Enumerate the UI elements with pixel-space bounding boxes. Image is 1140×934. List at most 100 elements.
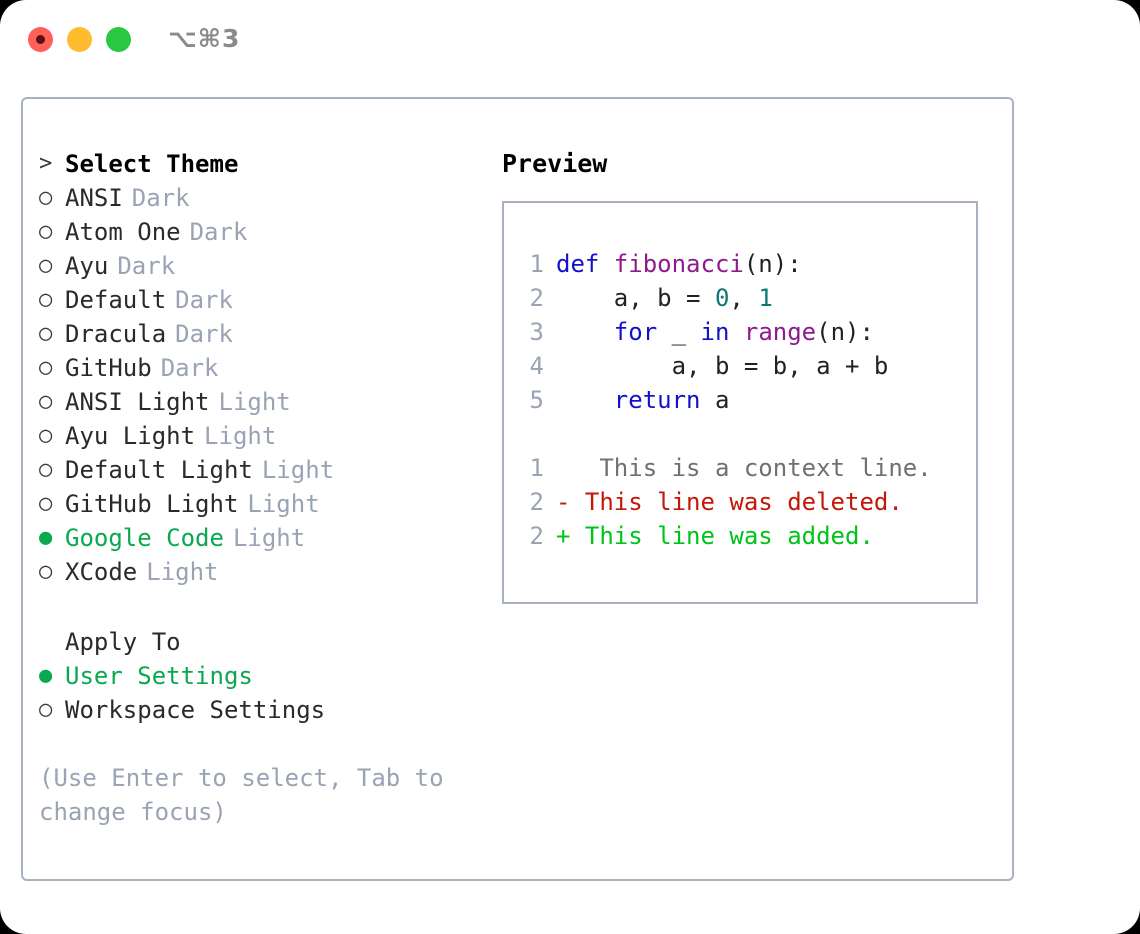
apply-to-option[interactable]: ●User Settings: [39, 659, 479, 693]
code-token: for: [613, 318, 658, 346]
radio-unselected-icon[interactable]: ○: [39, 185, 53, 210]
keyboard-shortcut-label: ⌥⌘3: [168, 24, 241, 53]
theme-name-label: Ayu: [65, 252, 109, 280]
radio-unselected-icon[interactable]: ○: [39, 423, 53, 448]
theme-variant-label: Light: [204, 422, 277, 450]
radio-unselected-icon[interactable]: ○: [39, 389, 53, 414]
radio-selected-icon[interactable]: ●: [39, 525, 53, 550]
theme-name-label: Google Code: [65, 524, 224, 552]
line-number: 5: [529, 386, 544, 414]
traffic-light-buttons: [28, 27, 131, 52]
theme-list-item[interactable]: ○ Dracula Dark: [39, 317, 479, 351]
theme-name-label: Default Light: [65, 456, 253, 484]
code-line: 5 return a: [504, 383, 976, 417]
theme-variant-label: Dark: [117, 252, 176, 280]
theme-picker-header: > Select Theme: [39, 147, 479, 181]
blank-marker-icon: ○: [39, 625, 65, 659]
code-token: 1: [758, 284, 773, 312]
theme-variant-label: Light: [218, 388, 291, 416]
diff-sign: +: [556, 522, 571, 550]
close-button[interactable]: [28, 27, 53, 52]
line-number: 1: [529, 454, 544, 482]
diff-line: 2+ This line was added.: [504, 519, 976, 553]
radio-unselected-icon[interactable]: ○: [39, 287, 53, 312]
apply-to-title: Apply To: [65, 628, 181, 656]
theme-list-item[interactable]: ○ ANSI Light Light: [39, 385, 479, 419]
code-token: (n):: [816, 318, 874, 346]
theme-variant-label: Light: [261, 456, 335, 484]
radio-unselected-icon[interactable]: ○: [39, 559, 53, 584]
line-number: 2: [529, 488, 544, 516]
code-line: 3 for _ in range(n):: [504, 315, 976, 349]
line-number: 4: [529, 352, 544, 380]
code-token: [729, 318, 743, 346]
code-line: 2 a, b = 0, 1: [504, 281, 976, 315]
diff-spacer: [504, 417, 976, 451]
radio-unselected-icon[interactable]: ○: [39, 697, 53, 722]
code-token: range: [743, 318, 817, 346]
radio-unselected-icon[interactable]: ○: [39, 355, 53, 380]
theme-list-item[interactable]: ○ ANSI Dark: [39, 181, 479, 215]
diff-line: 1 This is a context line.: [504, 451, 976, 485]
theme-variant-label: Dark: [175, 320, 233, 348]
theme-name-label: GitHub: [65, 354, 152, 382]
minimize-button[interactable]: [67, 27, 92, 52]
title-bar: ⌥⌘3: [0, 0, 1140, 78]
theme-name-label: Dracula: [65, 320, 167, 348]
keyboard-hint: (Use Enter to select, Tab to change focu…: [39, 764, 444, 826]
preview-title: Preview: [502, 149, 608, 178]
radio-selected-icon[interactable]: ●: [39, 663, 53, 688]
theme-variant-label: Dark: [131, 184, 190, 212]
line-number: 2: [529, 284, 544, 312]
code-token: [556, 386, 614, 414]
theme-list-item[interactable]: ○ Ayu Dark: [39, 249, 479, 283]
code-token: a: [700, 386, 730, 414]
theme-list-item[interactable]: ○ GitHub Dark: [39, 351, 479, 385]
line-number: 3: [529, 318, 544, 346]
code-token: [556, 318, 614, 346]
theme-list-item[interactable]: ● Google Code Light: [39, 521, 479, 555]
radio-unselected-icon[interactable]: ○: [39, 457, 53, 482]
theme-variant-label: Dark: [189, 218, 248, 246]
code-token: return: [613, 386, 701, 414]
diff-sign: -: [556, 488, 571, 516]
radio-unselected-icon[interactable]: ○: [39, 491, 53, 516]
radio-unselected-icon[interactable]: ○: [39, 253, 53, 278]
theme-list-item[interactable]: ○ Ayu Light Light: [39, 419, 479, 453]
radio-unselected-icon[interactable]: ○: [39, 321, 53, 346]
theme-name-label: Ayu Light: [65, 422, 196, 450]
theme-variant-label: Light: [232, 524, 306, 552]
maximize-button[interactable]: [106, 27, 131, 52]
theme-list-item[interactable]: ○ Default Light Light: [39, 453, 479, 487]
apply-to-option[interactable]: ○ Workspace Settings: [39, 693, 479, 727]
code-token: a, b =: [556, 284, 715, 312]
theme-name-label: ANSI Light: [65, 388, 210, 416]
apply-to-label: Workspace Settings: [65, 696, 326, 724]
code-token: def: [556, 250, 614, 278]
code-token: 0: [714, 284, 730, 312]
code-token: ,: [729, 284, 759, 312]
line-number: 2: [529, 522, 544, 550]
code-token: (n):: [743, 250, 802, 278]
theme-name-label: ANSI: [65, 184, 123, 212]
theme-picker-title: Select Theme: [65, 150, 239, 178]
diff-text: This is a context line.: [570, 454, 932, 482]
diff-sign: [556, 454, 570, 482]
code-token: _: [657, 318, 701, 346]
theme-variant-label: Light: [247, 490, 320, 518]
theme-variant-label: Dark: [160, 354, 219, 382]
radio-unselected-icon[interactable]: ○: [39, 219, 53, 244]
line-number: 1: [529, 250, 544, 278]
code-line: 4 a, b = b, a + b: [504, 349, 976, 383]
